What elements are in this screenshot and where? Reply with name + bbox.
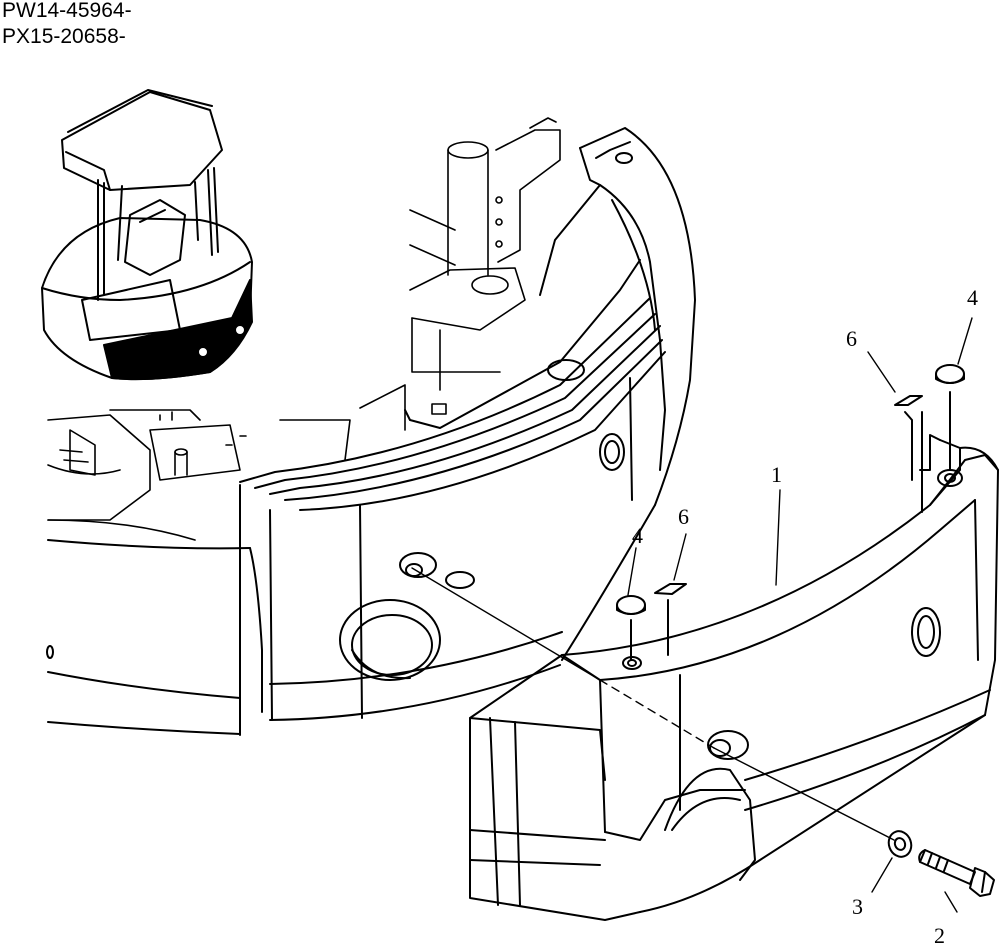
machine-frame	[47, 117, 561, 541]
washer-part-3	[887, 830, 913, 858]
plate-part-6-lower	[654, 583, 687, 656]
callout-4-upper: 4	[967, 285, 978, 310]
callout-1: 1	[771, 462, 782, 487]
callout-labels: 1 2 3 4 4 6 6	[632, 285, 978, 948]
mounted-counterweight	[46, 127, 696, 736]
cap-part-4-upper	[935, 364, 965, 471]
cap-part-4-lower	[616, 595, 646, 661]
leader-6b	[867, 351, 896, 393]
callout-2: 2	[934, 923, 945, 948]
bolt-part-2	[918, 849, 995, 897]
leader-3	[871, 857, 893, 893]
leader-4a	[627, 547, 637, 596]
leader-2	[944, 891, 958, 913]
callout-6-upper: 6	[846, 326, 857, 351]
leader-lines	[627, 317, 973, 913]
counterweight-part-1	[469, 434, 999, 921]
serial-range-2: PX15-20658-	[2, 25, 126, 48]
assembly-lines	[411, 567, 895, 841]
leader-1	[775, 489, 781, 586]
leader-4b	[957, 317, 973, 365]
plate-part-6-upper	[894, 395, 923, 513]
leader-6a	[673, 533, 687, 581]
callout-4-lower: 4	[632, 523, 643, 548]
machine-overview-inset	[41, 89, 253, 381]
serial-range-1: PW14-45964-	[2, 0, 132, 22]
callout-3: 3	[852, 894, 863, 919]
callout-6-lower: 6	[678, 504, 689, 529]
